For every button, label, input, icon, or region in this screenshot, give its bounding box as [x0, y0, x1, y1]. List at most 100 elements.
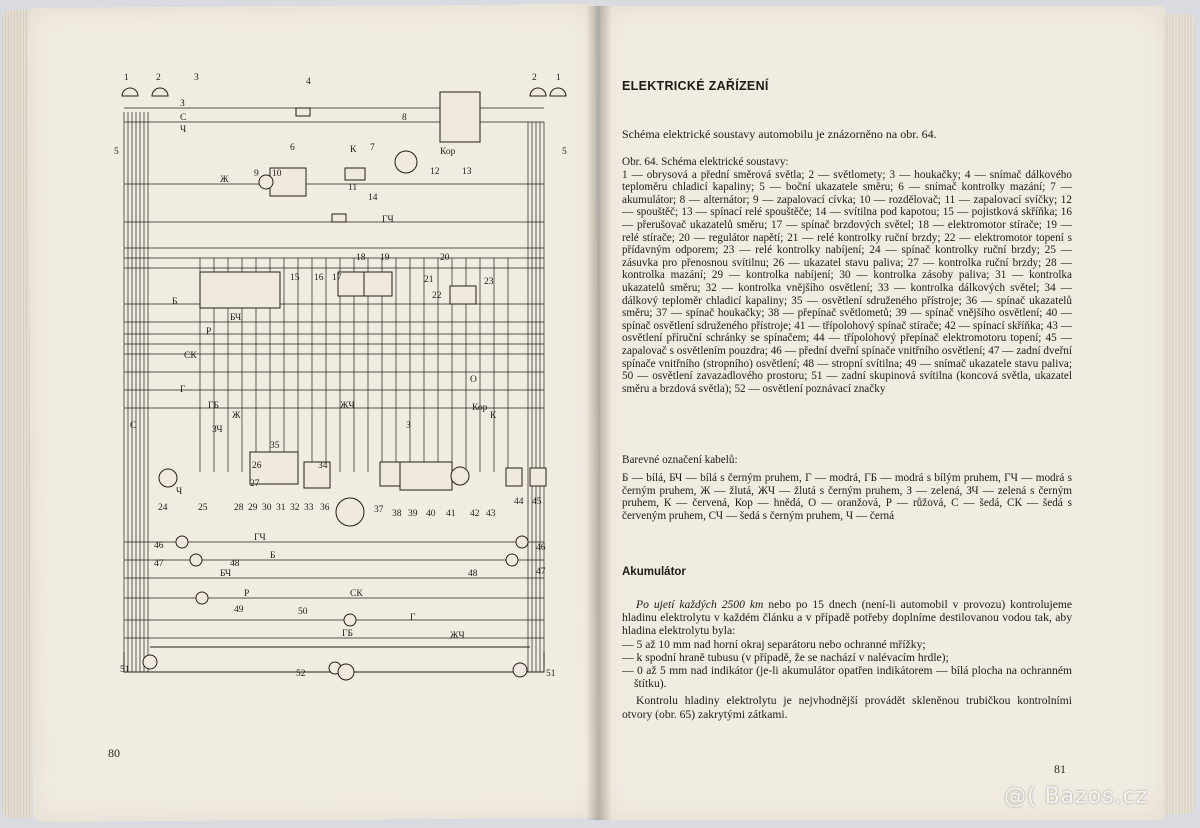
- diagram-label: 8: [402, 113, 407, 123]
- diagram-label: 11: [348, 183, 357, 193]
- diagram-components: [121, 87, 567, 681]
- diagram-label: 20: [440, 253, 450, 263]
- diagram-label: 33: [304, 503, 314, 513]
- wire-code-label: Кор: [472, 403, 488, 413]
- diagram-label: 14: [368, 193, 378, 203]
- diagram-label: 45: [532, 497, 542, 507]
- wire-code-label: БЧ: [220, 569, 231, 579]
- wire-code-label: Р: [244, 589, 249, 599]
- diagram-label: 2: [532, 73, 537, 83]
- diagram-label: 23: [484, 277, 494, 287]
- diagram-label: 27: [250, 479, 260, 489]
- wire-code-label: ЖЧ: [340, 401, 355, 411]
- wire-code-label: О: [470, 375, 477, 385]
- diagram-label: 47: [154, 559, 164, 569]
- diagram-label: 49: [234, 605, 244, 615]
- wire-code-label: ГБ: [208, 401, 219, 411]
- intro-sentence: Schéma elektrické soustavy automobilu je…: [622, 127, 937, 141]
- wire-code-label: ГЧ: [254, 533, 266, 543]
- wire-code-label: Ж: [232, 411, 241, 421]
- page-number-right: 81: [1054, 762, 1066, 776]
- diagram-label: 1: [124, 73, 129, 83]
- battery-para-1: Po ujetí každých 2500 km nebo po 15 dnec…: [622, 598, 1072, 638]
- wire-code-label: Ч: [176, 487, 182, 497]
- cable-colors-heading: Barevné označení kabelů:: [622, 454, 738, 466]
- wire-code-label: Г: [180, 385, 186, 395]
- wire-code-label: Б: [270, 551, 275, 561]
- diagram-label: 48: [230, 559, 240, 569]
- diagram-label: 52: [296, 669, 306, 679]
- diagram-label: 36: [320, 503, 330, 513]
- wire-code-label: С: [180, 113, 186, 123]
- diagram-label: 21: [424, 275, 434, 285]
- diagram-label: 35: [270, 441, 280, 451]
- diagram-label: 25: [198, 503, 208, 513]
- diagram-label: 26: [252, 461, 262, 471]
- diagram-label: 22: [432, 291, 442, 301]
- diagram-label: 29: [248, 503, 258, 513]
- diagram-label: 6: [290, 143, 295, 153]
- diagram-label: 46: [154, 541, 164, 551]
- diagram-label: 9: [254, 169, 259, 179]
- diagram-label: 43: [486, 509, 496, 519]
- diagram-label: 42: [470, 509, 480, 519]
- wire-code-label: С: [130, 421, 136, 431]
- diagram-label: 16: [314, 273, 324, 283]
- diagram-label: 32: [290, 503, 300, 513]
- wire-code-label: СК: [184, 351, 197, 361]
- wire-code-label: З: [180, 99, 185, 109]
- legend-body: 1 — obrysová a přední směrová světla; 2 …: [622, 168, 1072, 395]
- diagram-label: 4: [306, 77, 311, 87]
- diagram-label: 51: [546, 669, 556, 679]
- wire-code-label: ГБ: [342, 629, 353, 639]
- watermark-logo: @( Bazos.cz: [1004, 784, 1149, 809]
- wire-code-label: К: [350, 145, 357, 155]
- diagram-label: 28: [234, 503, 244, 513]
- diagram-label: 48: [468, 569, 478, 579]
- section-heading: ELEKTRICKÉ ZAŘÍZENÍ: [622, 79, 769, 93]
- diagram-label: 34: [318, 461, 328, 471]
- wire-code-label: ЗЧ: [212, 425, 223, 435]
- battery-paragraph: Po ujetí každých 2500 km nebo po 15 dnec…: [622, 598, 1072, 721]
- wire-code-label: СК: [350, 589, 363, 599]
- diagram-wires: [123, 107, 545, 673]
- wire-code-label: Ж: [220, 175, 229, 185]
- right-page: [600, 6, 1166, 820]
- diagram-label: 51: [120, 665, 130, 675]
- diagram-label: 47: [536, 567, 546, 577]
- wire-code-label: Ч: [180, 125, 186, 135]
- battery-para-1-rest: nebo po 15 dnech (není-li automobil v pr…: [622, 598, 1073, 638]
- wire-code-label: К: [490, 411, 497, 421]
- figure-legend: Obr. 64. Schéma elektrické soustavy: 1 —…: [622, 156, 1072, 395]
- diagram-label: 17: [332, 273, 342, 283]
- wire-code-label: ЖЧ: [450, 631, 465, 641]
- wire-code-label: Б: [172, 297, 177, 307]
- diagram-label: 30: [262, 503, 272, 513]
- book-gutter-shadow: [586, 6, 612, 820]
- diagram-label: 41: [446, 509, 456, 519]
- diagram-label: 5: [562, 147, 567, 157]
- diagram-label: 18: [356, 253, 366, 263]
- wire-code-label: Р: [206, 327, 211, 337]
- diagram-label: 13: [462, 167, 472, 177]
- diagram-label: 2: [156, 73, 161, 83]
- diagram-label: 3: [194, 73, 199, 83]
- page-number-left: 80: [108, 746, 120, 760]
- battery-subheading: Akumulátor: [622, 566, 686, 578]
- list-item: — 5 až 10 mm nad horní okraj separátoru …: [622, 637, 926, 651]
- list-item: — k spodní hraně tubusu (v případě, že s…: [622, 650, 949, 664]
- diagram-label: 1: [556, 73, 561, 83]
- legend-caption: Obr. 64. Schéma elektrické soustavy:: [622, 156, 789, 168]
- diagram-label: 44: [514, 497, 524, 507]
- diagram-label: 19: [380, 253, 390, 263]
- battery-para-2: Kontrolu hladiny elektrolytu je nejvhodn…: [622, 694, 1072, 721]
- list-item: — 0 až 5 mm nad indikátor (je-li akumulá…: [622, 664, 1072, 691]
- right-page-edges: [1164, 14, 1194, 814]
- diagram-label: 24: [158, 503, 168, 513]
- diagram-label: 12: [430, 167, 440, 177]
- diagram-label: 46: [536, 543, 546, 553]
- battery-para-1-italic: Po ujetí každých 2500 km: [636, 598, 764, 611]
